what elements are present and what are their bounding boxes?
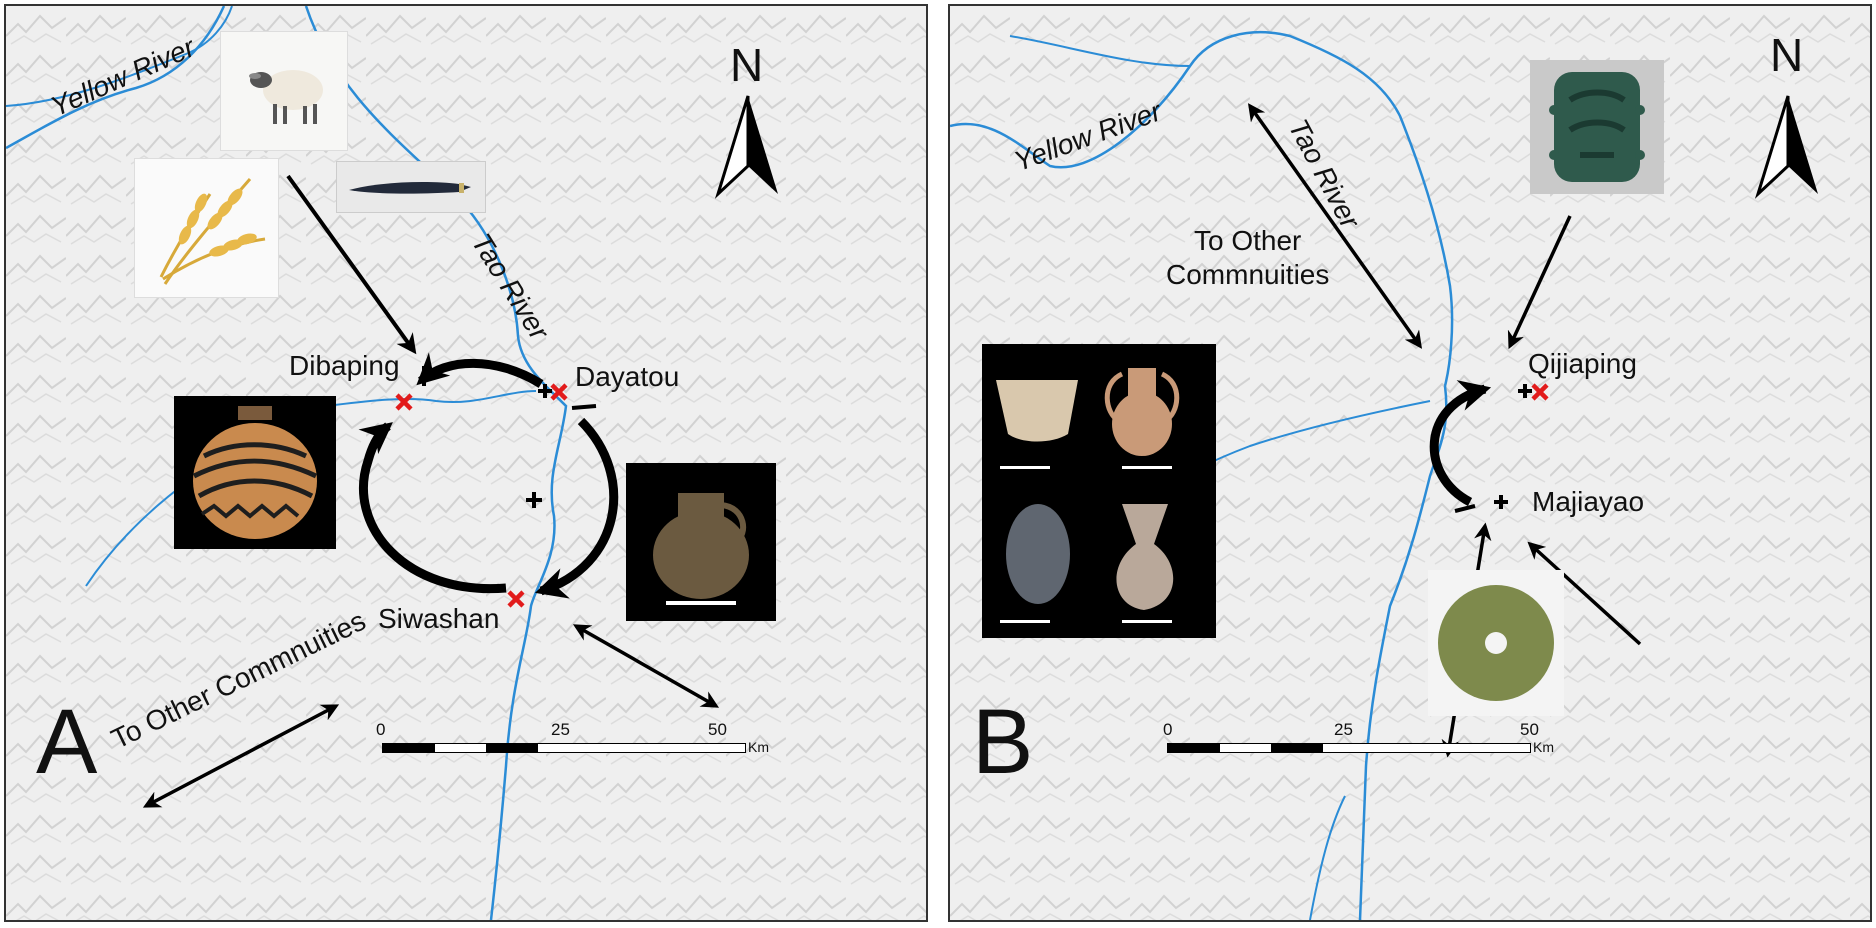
scale-label-25: 25	[1334, 720, 1353, 739]
tick-majiayao	[1454, 504, 1476, 513]
scale-unit-km: Km	[748, 739, 769, 755]
center-cross-marker	[526, 492, 542, 508]
scale-label-50: 50	[708, 720, 727, 739]
tributary-line	[325, 390, 537, 407]
pottery-vessels-image	[982, 344, 1216, 638]
painted-pottery-image	[174, 396, 336, 549]
knife-image	[336, 161, 486, 213]
tributary-south-line	[1309, 795, 1346, 920]
arrow-southeast-exchange	[572, 624, 720, 708]
jade-bi-disc-icon	[1438, 585, 1554, 701]
to-other-line-1: To Other	[1194, 225, 1302, 256]
sheep-icon	[249, 70, 323, 124]
site-marker-dibaping	[395, 393, 413, 411]
scale-label-50: 50	[1520, 720, 1539, 739]
painted-jar-icon	[192, 406, 318, 539]
to-other-line-2: Commnuities	[1166, 259, 1330, 290]
pottery-vessels-icon	[996, 368, 1180, 623]
north-label: N	[730, 39, 764, 91]
panel-letter-a: A	[36, 691, 98, 793]
site-marker-siwashan	[507, 590, 525, 608]
dayatou-label: Dayatou	[575, 361, 680, 392]
arrow-plaque-to-qijiaping	[1507, 215, 1572, 350]
tick-dayatou	[571, 404, 597, 410]
site-marker-qijiaping	[1531, 383, 1549, 401]
dayatou-cross-marker	[538, 384, 552, 398]
pottery-jar-image	[626, 463, 776, 621]
north-arrow	[1754, 95, 1818, 199]
jade-bi-disc-image	[1428, 570, 1564, 716]
tributary-north-line	[1009, 35, 1191, 67]
yellow-river-line-2	[6, 6, 233, 107]
map-b-canvas	[950, 6, 1870, 920]
majiayao-cross-marker	[1494, 495, 1508, 509]
wheat-image	[134, 158, 279, 298]
qijiaping-label: Qijiaping	[1528, 348, 1637, 379]
scale-label-25: 25	[551, 720, 570, 739]
panel-letter-b: B	[972, 691, 1034, 793]
arrow-jade-to-majiayao	[1527, 541, 1642, 646]
map-panel-a: Yellow River Tao River Dibaping Dayatou …	[4, 4, 928, 922]
dibaping-label: Dibaping	[289, 350, 400, 381]
yellow-river-line	[6, 6, 226, 150]
site-marker-dayatou	[550, 383, 568, 401]
sheep-image	[220, 31, 348, 151]
to-other-communities-label: To Other Commnuities	[1166, 224, 1329, 292]
scale-bar	[1167, 743, 1531, 753]
majiayao-label: Majiayao	[1532, 486, 1645, 517]
knife-icon	[349, 182, 471, 194]
north-arrow	[714, 95, 778, 199]
bronze-plaque-image	[1530, 60, 1664, 194]
arrow-to-other-communities	[1247, 103, 1423, 349]
terrain-background	[6, 6, 926, 920]
pottery-jar-icon	[653, 493, 749, 605]
siwashan-label: Siwashan	[378, 603, 500, 634]
scale-unit-km: Km	[1533, 739, 1554, 755]
arrow-to-other-communities	[142, 704, 340, 808]
arrow-dayatou-to-dibaping	[416, 352, 544, 388]
qijiaping-cross-marker	[1518, 384, 1532, 398]
bronze-plaque-icon	[1549, 72, 1645, 182]
map-panel-b: Yellow River Tao River To Other Commnuit…	[948, 4, 1872, 922]
scale-label-0: 0	[1163, 720, 1173, 739]
arrow-majiayao-to-qijiaping	[1429, 380, 1492, 506]
yellow-river-line	[950, 31, 1454, 387]
wheat-icon	[159, 178, 266, 285]
scale-bar	[382, 743, 746, 753]
arrow-dayatou-to-siwashan	[534, 417, 619, 599]
map-a-canvas	[6, 6, 926, 920]
north-label: N	[1770, 29, 1804, 81]
scale-label-0: 0	[376, 720, 386, 739]
arrow-resources-to-dibaping	[286, 174, 417, 355]
arrow-siwashan-to-dibaping	[358, 422, 507, 594]
